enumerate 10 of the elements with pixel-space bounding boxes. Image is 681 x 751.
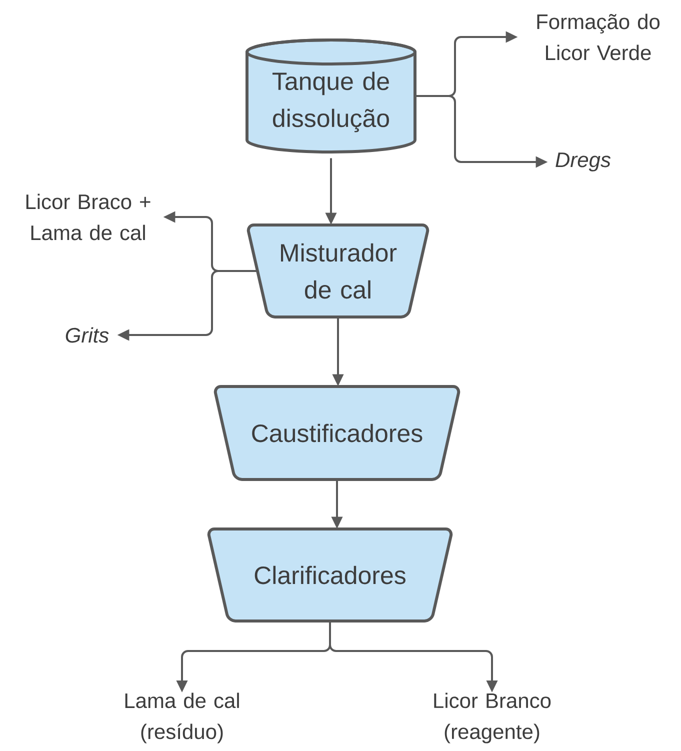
output-label: Dregs <box>556 152 611 172</box>
tank-cylinder: Tanque de dissolução <box>246 38 416 154</box>
output-label: Lama de cal (resíduo) <box>125 692 239 744</box>
process-trapezoid: Misturador de cal <box>246 224 430 318</box>
output-label: Licor Braco + Lama de cal <box>26 194 150 240</box>
process-trapezoid: Caustificadores <box>214 385 460 481</box>
process-trapezoid: Clarificadores <box>207 528 453 622</box>
output-label: Formação do Licor Verde <box>537 14 660 60</box>
output-label: Licor Branco (reagente) <box>434 692 551 744</box>
output-label: Grits <box>66 327 109 343</box>
